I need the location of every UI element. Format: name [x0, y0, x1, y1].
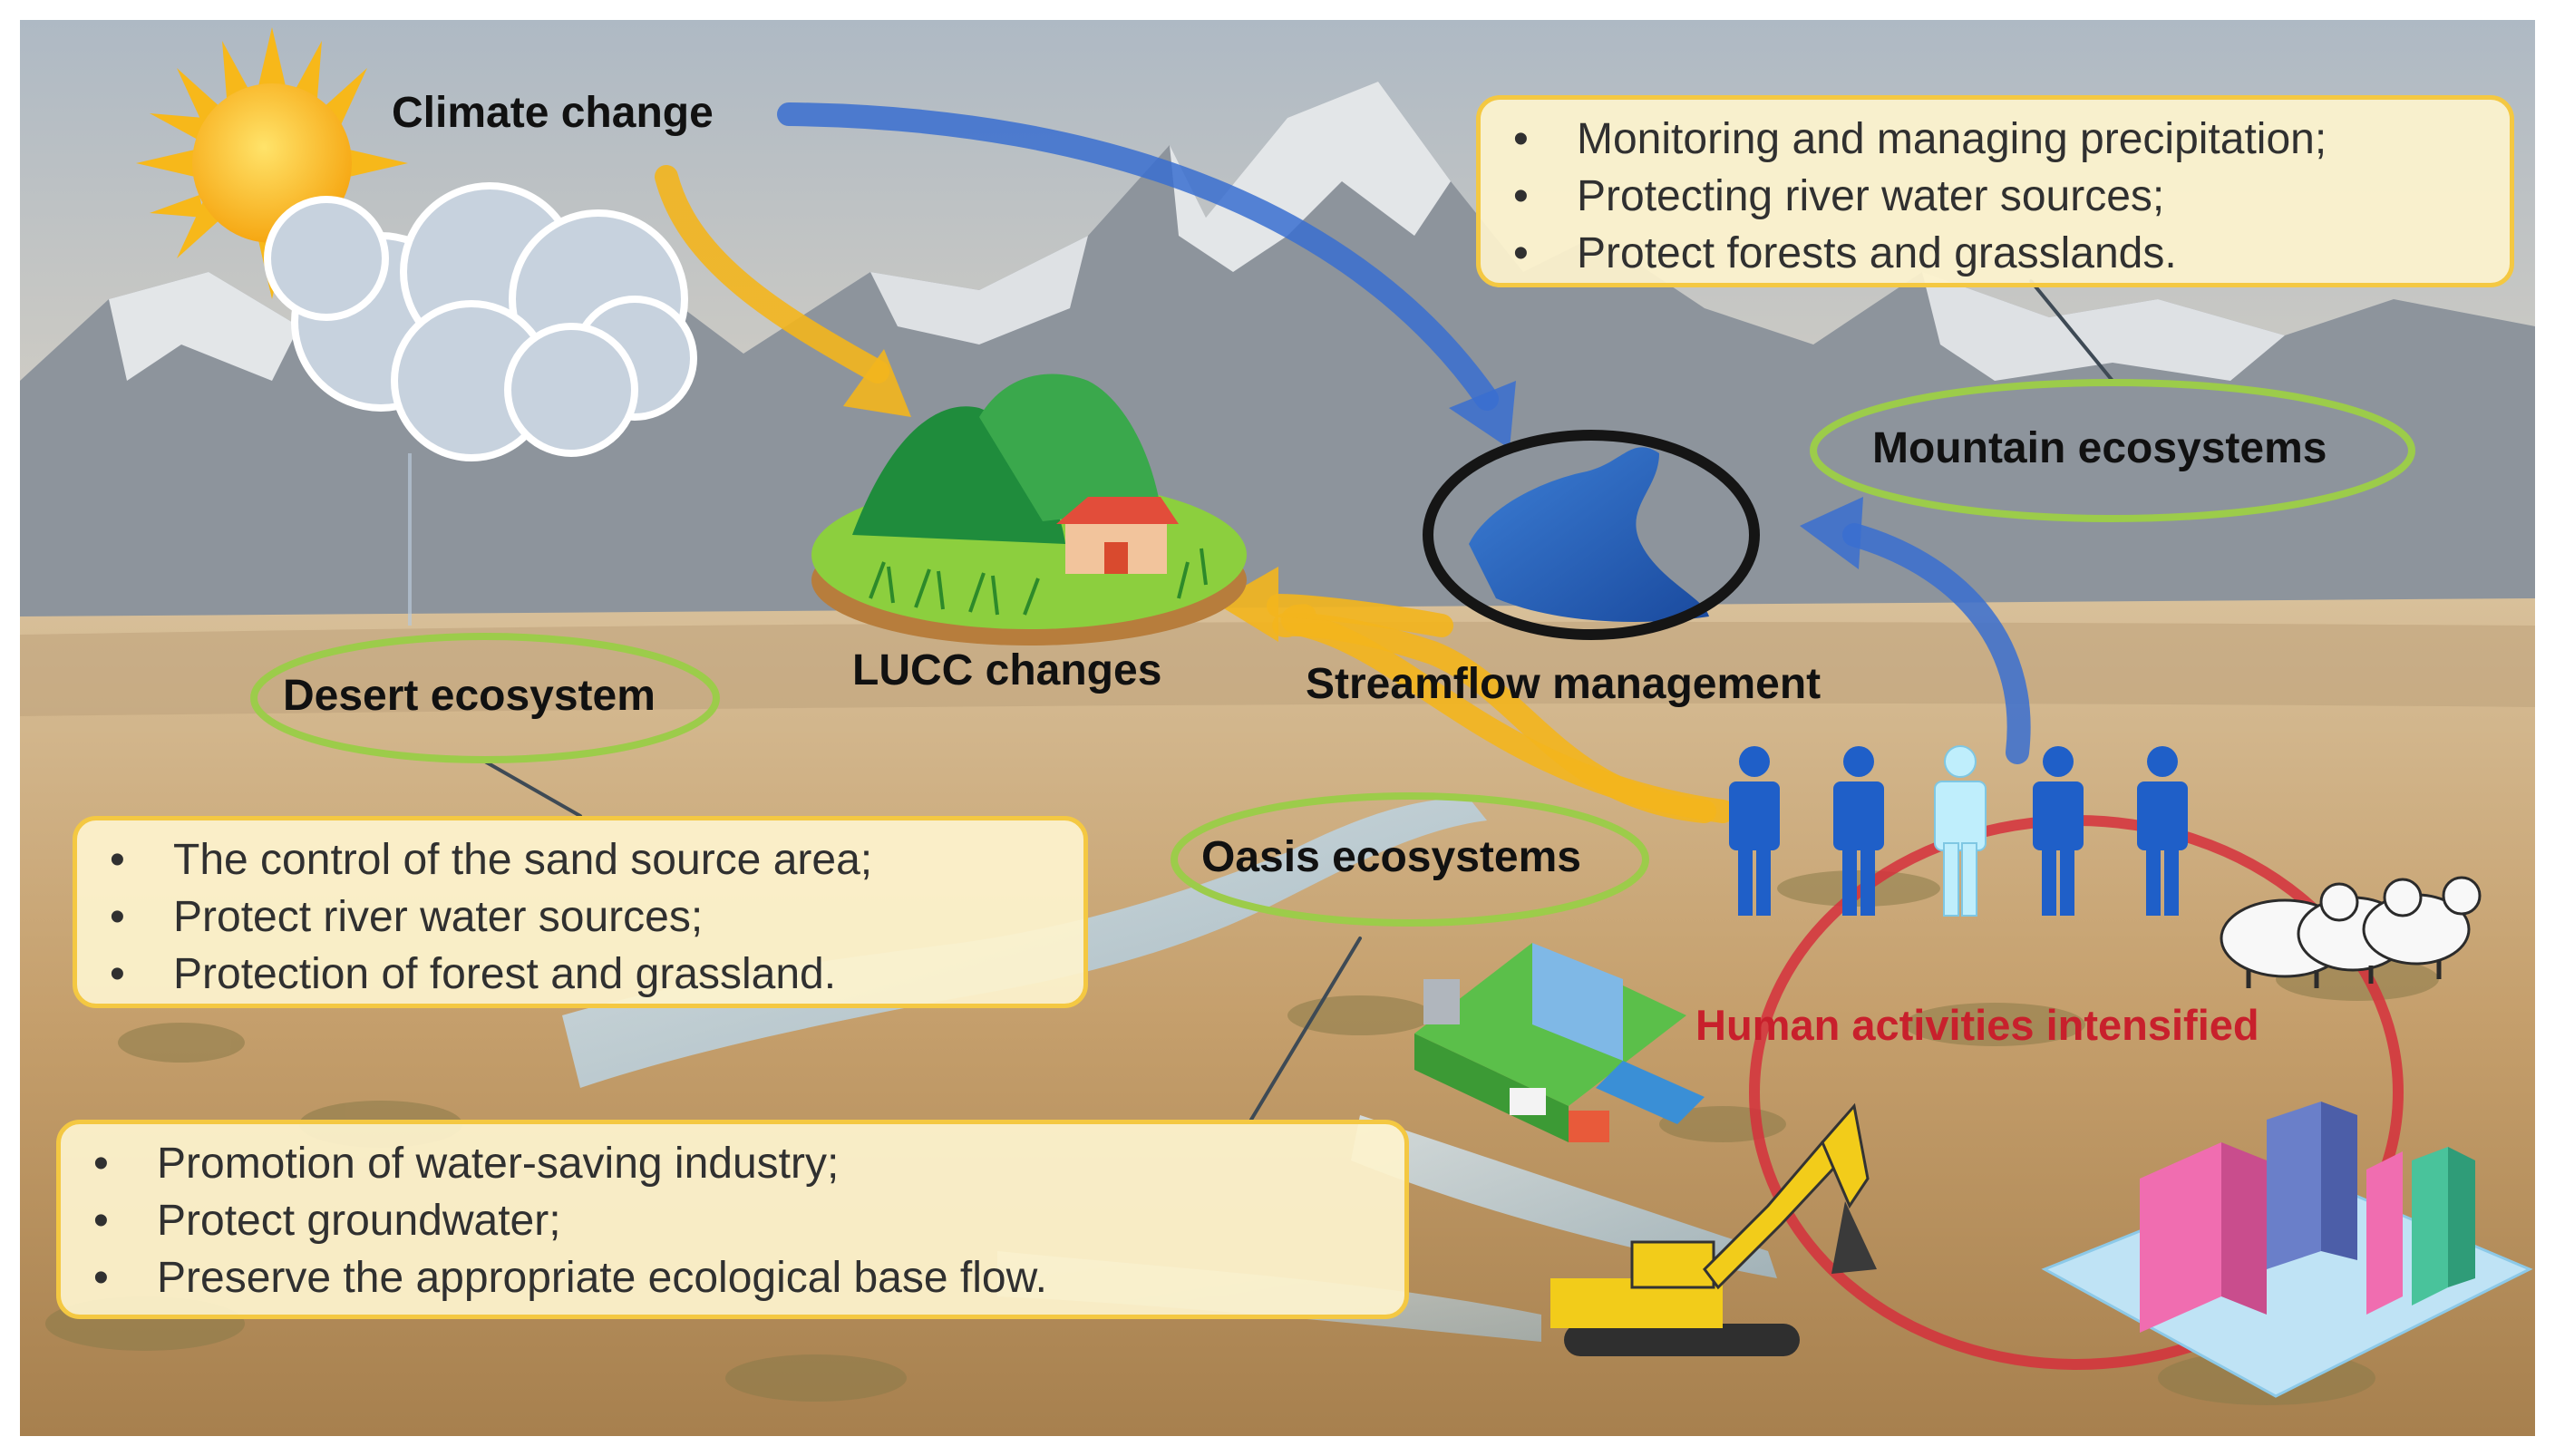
arrow-climate-to-lucc: [655, 165, 889, 383]
oasis-measures-box: Promotion of water-saving industry; Prot…: [56, 1120, 1409, 1319]
desert-measure-item: Protection of forest and grassland.: [106, 946, 1047, 1003]
leader-desert: [483, 760, 582, 818]
cloud-icon: [264, 182, 697, 461]
arrow-climate-to-lucc-head: [843, 349, 911, 417]
mountain-measures-box: Monitoring and managing precipitation; P…: [1476, 95, 2514, 287]
arrows: [483, 102, 2114, 1121]
label-climate-change: Climate change: [392, 89, 714, 137]
label-lucc-changes: LUCC changes: [852, 646, 1162, 694]
land-island-icon: [811, 374, 1247, 645]
mountain-range: [20, 82, 2535, 653]
ellipse-desert: [250, 633, 720, 763]
arrow-climate-to-water: [777, 102, 1499, 411]
label-desert-ecosystem: Desert ecosystem: [283, 672, 656, 720]
label-mountain-ecosystems: Mountain ecosystems: [1872, 424, 2327, 472]
arrow-people-to-water: [1842, 523, 2031, 764]
people-icon: [1729, 745, 2188, 917]
mountain-measure-item: Protecting river water sources;: [1510, 168, 2473, 225]
desert-measures-box: The control of the sand source area; Pro…: [73, 816, 1088, 1008]
excavator-icon: [1550, 1102, 1877, 1356]
leader-oasis: [1249, 937, 1362, 1121]
ecosystem-ellipses: [250, 379, 2415, 927]
water-body-icon: [1423, 430, 1760, 640]
desert-measure-item: The control of the sand source area;: [106, 831, 1047, 888]
hydropower-icon: [1414, 943, 1705, 1142]
leader-mountain: [2029, 279, 2114, 383]
arrow-people-to-water-head: [1800, 497, 1863, 569]
oasis-measure-item: Promotion of water-saving industry;: [90, 1135, 1368, 1192]
label-oasis-ecosystems: Oasis ecosystems: [1201, 833, 1581, 881]
house-icon: [1056, 497, 1179, 574]
mountain-measure-item: Monitoring and managing precipitation;: [1510, 111, 2473, 168]
city-buildings-icon: [2041, 1102, 2533, 1398]
arrow-climate-to-water-head: [1449, 381, 1516, 449]
oasis-measure-item: Protect groundwater;: [90, 1192, 1368, 1249]
oasis-measure-item: Preserve the appropriate ecological base…: [90, 1249, 1368, 1306]
label-human-activities: Human activities intensified: [1695, 1001, 2259, 1049]
ellipse-mountain: [1810, 379, 2415, 522]
label-streamflow-management: Streamflow management: [1306, 660, 1822, 708]
desert-measure-item: Protect river water sources;: [106, 888, 1047, 946]
mountain-measure-item: Protect forests and grasslands.: [1510, 225, 2473, 282]
arrow-people-to-lucc-head: [1215, 567, 1278, 642]
sheep-icon: [2220, 876, 2482, 988]
ellipse-oasis: [1171, 792, 1649, 927]
